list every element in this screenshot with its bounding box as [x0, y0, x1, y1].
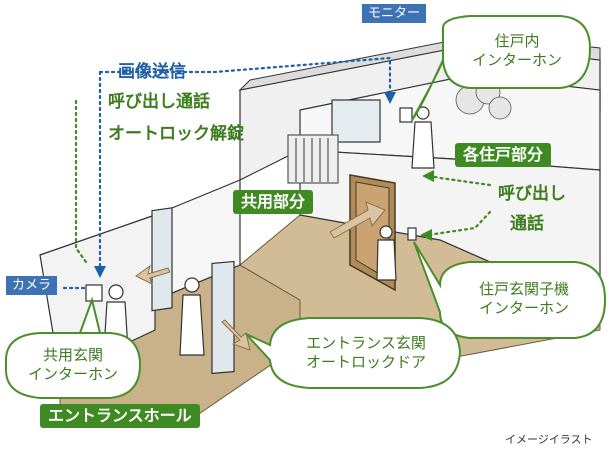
monitor-label: モニター [362, 4, 427, 23]
call-label-line-2: 通話 [510, 214, 544, 234]
unit-intercom-device [399, 107, 413, 123]
entrance-hall-badge: エントランスホール [40, 404, 200, 428]
signal-lines [62, 56, 392, 290]
glass-door-left [151, 207, 173, 312]
unit-intercom-bubble-text: 住戸内 インターホン [454, 32, 580, 70]
door-intercom-line-1: 住戸玄関子機 [478, 280, 569, 298]
monitor-arrowhead [384, 92, 396, 104]
common-intercom-bubble-text: 共用玄関 インターホン [10, 346, 136, 384]
common-intercom-panel [85, 284, 103, 302]
door-intercom-bubble-text: 住戸玄関子機 インターホン [448, 280, 600, 318]
glass-door-right [211, 260, 235, 375]
call-arrowhead-door [420, 229, 432, 241]
image-illustration-note: イメージイラスト [505, 433, 593, 446]
unit-window [331, 99, 381, 143]
bubble-unit-intercom [411, 15, 592, 121]
motion-arrows [135, 201, 386, 351]
door-intercom-line-2: インターホン [478, 298, 569, 317]
auto-lock-release-label: オートロック解錠 [108, 124, 244, 144]
image-transmission-label: 画像送信 [118, 62, 186, 82]
common-intercom-line-1: 共用玄関 [42, 346, 103, 364]
auto-lock-door-line-2: オートロックドア [305, 352, 426, 371]
call-talk-label: 呼び出し通話 [108, 92, 210, 112]
door-intercom-device [407, 227, 417, 241]
unit-intercom-line-1: 住戸内 [494, 32, 540, 50]
resident-person [411, 106, 435, 169]
bubble-common-intercom [5, 296, 142, 399]
unit-intercom-line-2: インターホン [471, 50, 562, 69]
call-arrowhead-unit [422, 170, 434, 182]
common-intercom-line-2: インターホン [27, 364, 118, 383]
camera-arrowhead [94, 266, 106, 278]
auto-lock-door-line-1: エントランス玄関 [306, 334, 426, 352]
each-unit-badge: 各住戸部分 [455, 143, 552, 167]
corridor-railing [287, 134, 339, 184]
call-lines [74, 99, 492, 264]
bubble-auto-lock-door [245, 317, 462, 389]
camera-label: カメラ [6, 276, 58, 295]
auto-lock-door-bubble-text: エントランス玄関 オートロックドア [278, 334, 454, 372]
common-area-badge: 共用部分 [233, 190, 314, 214]
call-label-line-1: 呼び出し [498, 184, 566, 204]
visitor-at-door-person [376, 225, 397, 281]
walking-person [179, 277, 205, 356]
